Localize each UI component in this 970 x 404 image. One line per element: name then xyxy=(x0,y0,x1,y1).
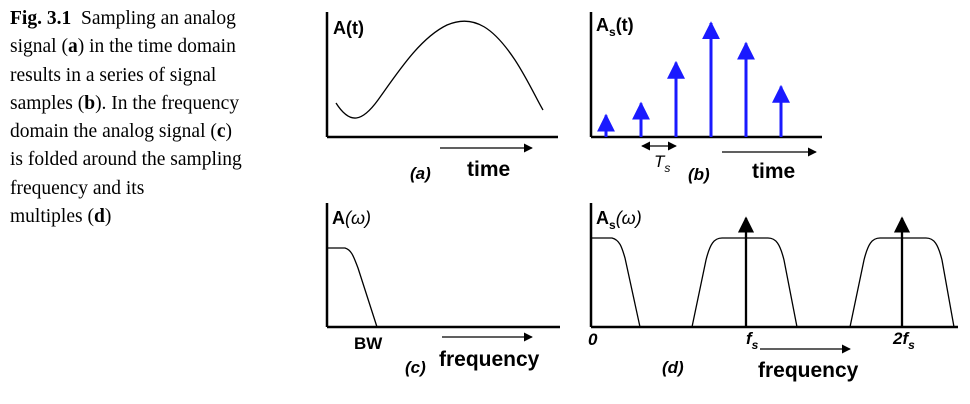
panel-d-axis-label: frequency xyxy=(758,359,859,382)
panel-c-label: (c) xyxy=(405,358,426,377)
panel-b-period-label: Ts xyxy=(654,152,670,175)
figure-caption: Fig. 3.1 Sampling an analog signal (a) i… xyxy=(10,5,310,231)
caption-line-4: samples (b). In the frequency xyxy=(10,92,240,114)
panel-a-label: (a) xyxy=(410,164,431,183)
caption-line-7: frequency and its xyxy=(10,177,145,199)
caption-line-6: is folded around the sampling xyxy=(10,149,242,171)
figure-label: Fig. 3.1 xyxy=(10,8,72,29)
caption-line-8: multiples (d) xyxy=(10,206,112,228)
panel-d-tick-zero: 0 xyxy=(588,330,598,349)
panel-d: As(ω) 0 fs 2fs (d) frequency xyxy=(588,203,958,382)
caption-line-5: domain the analog signal (c) xyxy=(10,121,233,143)
panel-d-tick-2fs: 2fs xyxy=(892,329,915,352)
panel-c-axis-label: frequency xyxy=(439,348,540,371)
panel-d-ylabel: As(ω) xyxy=(596,208,642,232)
panel-c: A(ω) BW (c) frequency xyxy=(325,203,560,377)
panel-d-label: (d) xyxy=(662,358,684,377)
panel-c-ylabel: A(ω) xyxy=(332,208,371,228)
panel-d-baseband-spectrum xyxy=(591,237,641,328)
panel-b: As(t) Ts (b) time xyxy=(589,12,822,184)
panel-b-axis-label: time xyxy=(752,160,795,183)
panel-d-tick-fs: fs xyxy=(746,329,759,352)
caption-line-2: signal (a) in the time domain xyxy=(10,36,236,58)
panel-c-bw-label: BW xyxy=(354,334,383,353)
panel-b-ylabel: As(t) xyxy=(596,15,634,39)
panel-b-samples xyxy=(597,21,790,137)
panel-a: A(t) (a) time xyxy=(325,12,558,183)
caption-line-3: results in a series of signal xyxy=(10,64,217,86)
panel-b-label: (b) xyxy=(688,165,710,184)
panel-c-spectrum xyxy=(327,247,378,328)
panel-a-axis-label: time xyxy=(467,158,510,181)
panel-a-analog-signal xyxy=(335,20,544,119)
caption-line-1: Fig. 3.1 Sampling an analog xyxy=(10,8,236,29)
panel-d-fs-image xyxy=(691,237,798,328)
panel-a-ylabel: A(t) xyxy=(333,18,364,38)
